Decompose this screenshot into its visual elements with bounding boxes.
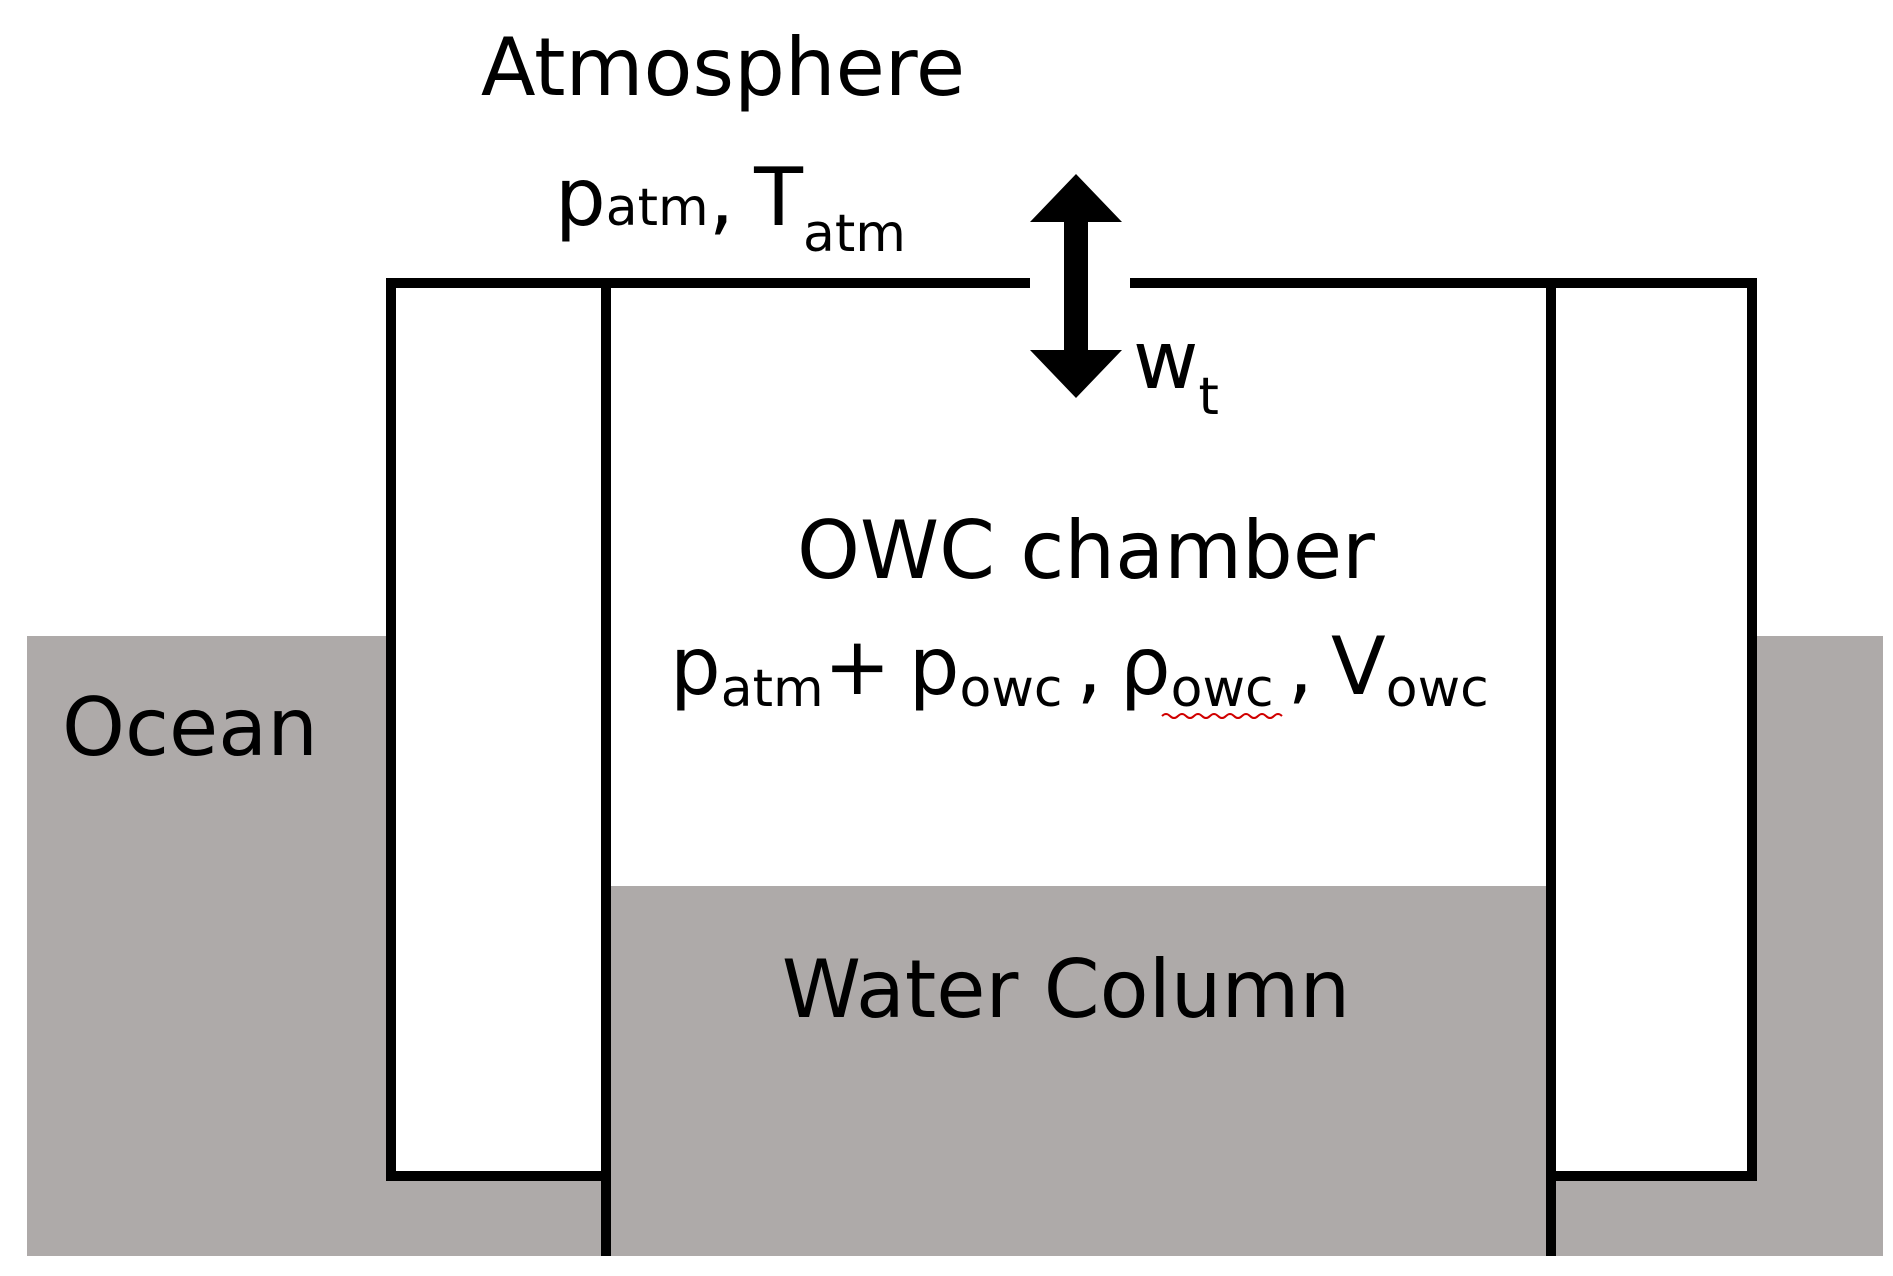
p-owc-symbol: p [909, 620, 960, 713]
spellcheck-squiggle [1161, 713, 1283, 719]
chamber-title: OWC chamber [797, 504, 1375, 597]
atmosphere-variables: patm,Tatm [555, 151, 906, 264]
ocean-right [1752, 636, 1883, 1256]
ocean-label: Ocean [62, 681, 318, 774]
t-atm-symbol: T [753, 151, 804, 244]
w-subscript: t [1198, 367, 1218, 427]
ocean-under-right-wall [1546, 1176, 1752, 1256]
water-column-label: Water Column [782, 943, 1350, 1036]
chamber-variables: patm+powc,ρowc,Vowc [670, 620, 1489, 719]
volume-subscript: owc [1386, 659, 1489, 719]
chamber-p-atm-symbol: p [670, 620, 721, 713]
chamber-separator-2: , [1288, 620, 1313, 713]
left-outer-wall [386, 278, 606, 1176]
turbine-flow-label: wt [1133, 314, 1219, 427]
ocean-left [27, 636, 391, 1256]
rho-subscript: owc [1171, 659, 1274, 719]
p-atm-subscript: atm [606, 178, 709, 238]
double-headed-arrow-icon [1030, 174, 1122, 398]
chamber-p-atm-subscript: atm [721, 659, 824, 719]
atmosphere-separator: , [709, 151, 734, 244]
t-atm-subscript: atm [803, 204, 906, 264]
w-symbol: w [1133, 314, 1198, 407]
chamber-separator-1: , [1076, 620, 1101, 713]
rho-symbol: ρ [1120, 620, 1171, 713]
plus-sign: + [824, 620, 891, 713]
atmosphere-title: Atmosphere [481, 21, 965, 114]
ocean-under-left-wall [391, 1176, 606, 1256]
volume-symbol: V [1331, 620, 1386, 713]
p-owc-subscript: owc [960, 659, 1063, 719]
water-column [606, 886, 1546, 1256]
p-atm-symbol: p [555, 151, 606, 244]
